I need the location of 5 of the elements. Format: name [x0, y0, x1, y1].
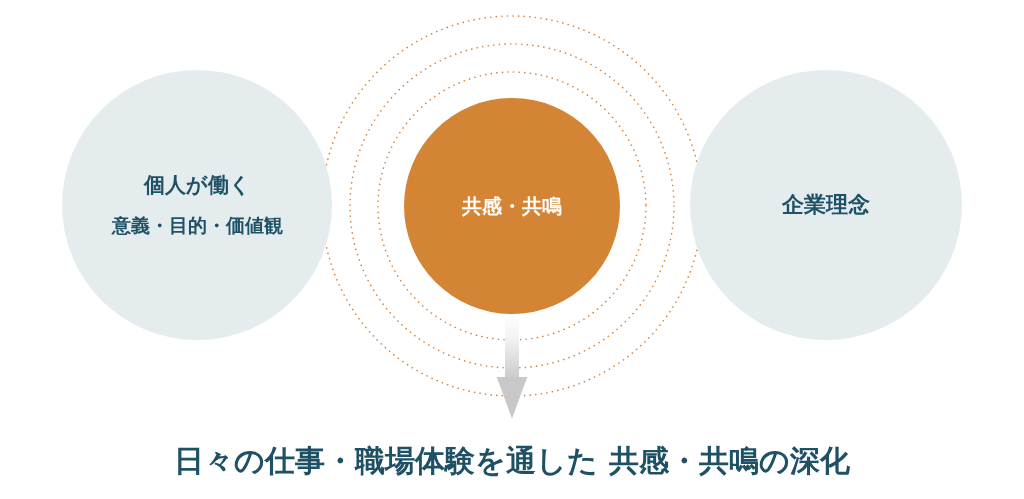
- caption-text: 日々の仕事・職場体験を通した 共感・共鳴の深化: [174, 441, 850, 480]
- node-label: 企業理念: [782, 191, 870, 219]
- node-label: 共感・共鳴: [462, 192, 562, 220]
- node-label: 意義・目的・価値観: [111, 213, 283, 238]
- node-label: 個人が働く: [143, 172, 251, 199]
